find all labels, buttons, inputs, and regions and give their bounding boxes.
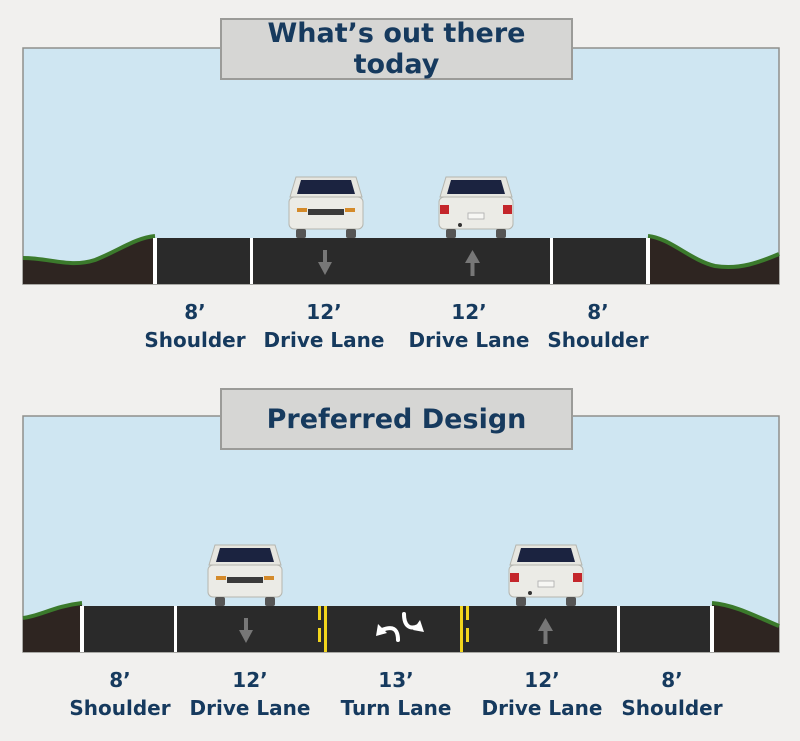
lane-name: Turn Lane	[340, 696, 452, 720]
lane-name: Drive Lane	[189, 696, 311, 720]
lane-width: 12’	[232, 668, 268, 692]
lane-label: 12’ Drive Lane	[409, 298, 530, 354]
lane-width: 12’	[451, 300, 487, 324]
lane-width: 12’	[524, 668, 560, 692]
lane-width: 8’	[184, 300, 206, 324]
lane-name: Drive Lane	[481, 696, 603, 720]
lane-width: 12’	[306, 300, 342, 324]
car-rear-icon-bottom	[508, 544, 584, 607]
lane-label: 12’ Drive Lane	[482, 666, 603, 722]
down-arrow-icon	[318, 250, 332, 275]
car-front-icon-bottom	[207, 544, 283, 607]
road-surface-bottom	[82, 606, 712, 652]
up-arrow-icon-bottom	[538, 618, 553, 644]
lane-label: 8’ Shoulder	[547, 298, 648, 354]
lane-width: 8’	[661, 668, 683, 692]
lane-name: Shoulder	[621, 696, 723, 720]
lane-label: 8’ Shoulder	[69, 666, 170, 722]
lane-label: 12’ Drive Lane	[264, 298, 385, 354]
car-rear-icon	[438, 176, 514, 239]
right-embankment-bottom	[712, 603, 779, 652]
lane-name: Shoulder	[144, 328, 246, 352]
bottom-title: Preferred Design	[220, 388, 573, 450]
lane-label: 8’ Shoulder	[621, 666, 722, 722]
lane-label: 13’ Turn Lane	[341, 666, 452, 722]
lane-name: Shoulder	[547, 328, 649, 352]
top-title: What’s out there today	[220, 18, 573, 80]
lane-name: Drive Lane	[263, 328, 385, 352]
lane-label: 12’ Drive Lane	[190, 666, 311, 722]
down-arrow-icon-bottom	[239, 618, 253, 643]
car-front-icon	[288, 176, 364, 239]
lane-label: 8’ Shoulder	[144, 298, 245, 354]
up-arrow-icon	[465, 250, 480, 276]
lane-name: Shoulder	[69, 696, 171, 720]
lane-width: 8’	[587, 300, 609, 324]
center-line-left	[318, 606, 327, 652]
center-line-right	[460, 606, 469, 652]
lane-width: 13’	[378, 668, 414, 692]
lane-name: Drive Lane	[408, 328, 530, 352]
lane-width: 8’	[109, 668, 131, 692]
right-embankment	[648, 236, 779, 284]
road-surface	[155, 238, 648, 284]
